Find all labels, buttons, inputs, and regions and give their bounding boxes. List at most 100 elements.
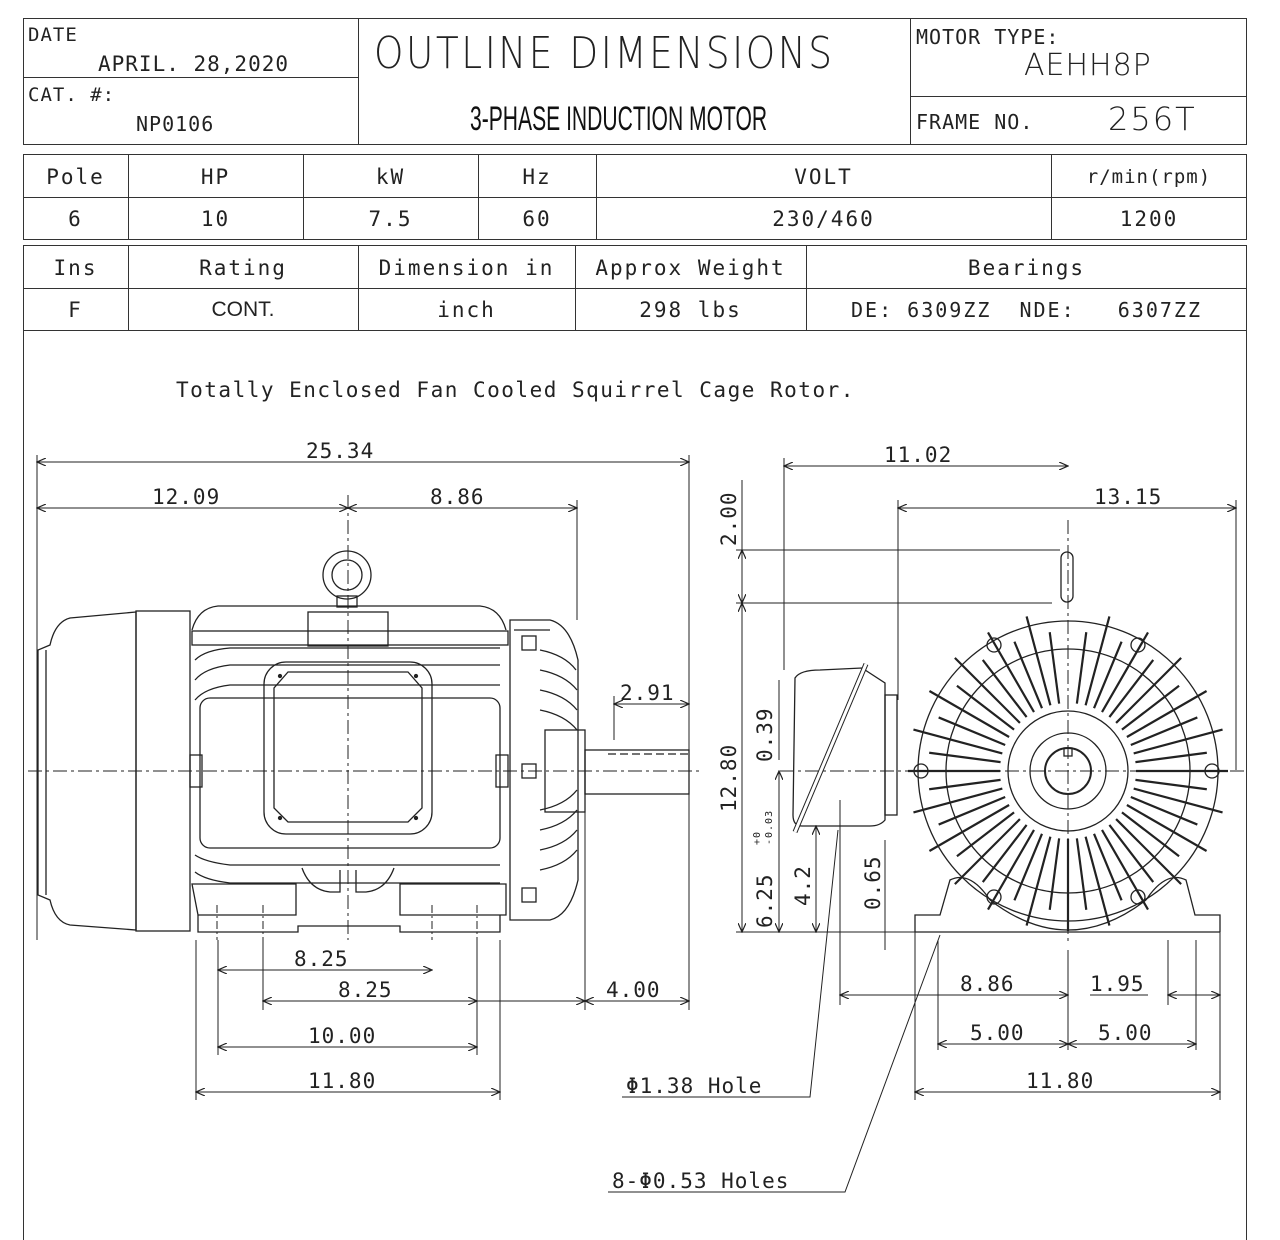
dim-terminal-box-width: 11.02	[884, 443, 952, 467]
cooling-fin	[956, 811, 1015, 858]
cooling-fin	[1108, 824, 1155, 883]
end-foot-left	[914, 876, 991, 932]
dim-terminal-base: 4.2	[791, 865, 815, 906]
cooling-fin	[1101, 631, 1149, 713]
title-block	[23, 18, 1247, 145]
col-divider	[303, 154, 304, 240]
dim-foot-thickness: 0.65	[861, 855, 885, 910]
cooling-fin	[981, 824, 1028, 883]
cooling-fin	[913, 787, 1003, 814]
col-divider	[1051, 154, 1052, 240]
header-dimension: Dimension in	[378, 256, 555, 280]
header-rating: Rating	[199, 256, 287, 280]
value-hp: 10	[200, 207, 231, 231]
note-mount-holes: 8-Φ0.53 Holes	[612, 1169, 789, 1193]
cooling-fin	[1093, 833, 1123, 901]
dim-eye-bolt: 2.00	[717, 491, 741, 546]
dimension-lines	[37, 455, 1236, 1193]
cooling-fin	[1084, 836, 1111, 926]
divider	[910, 18, 911, 145]
cooling-fin	[1126, 690, 1208, 738]
dim-half-width: 13.15	[1094, 485, 1162, 509]
col-divider	[575, 245, 576, 331]
leader-mount-holes	[608, 934, 941, 1193]
dim-overall-length: 25.34	[306, 439, 374, 463]
cooling-fin	[1121, 684, 1180, 731]
cooling-fin	[1108, 659, 1155, 718]
dim-foot-span: 10.00	[308, 1024, 376, 1048]
cooling-fin	[938, 716, 1006, 746]
value-rating: CONT.	[211, 298, 275, 321]
cooling-fin	[981, 659, 1028, 718]
dim-shaft-tol-upper: +0	[752, 831, 763, 845]
col-divider	[128, 245, 129, 331]
eye-bolt	[322, 550, 372, 600]
shaft	[584, 749, 690, 795]
cooling-fin	[1115, 818, 1182, 885]
cooling-fin	[954, 657, 1021, 724]
frame-value: 256T	[1108, 100, 1197, 138]
dim-shaft-height: 6.25	[753, 873, 777, 928]
cooling-fin	[1115, 657, 1182, 724]
col-divider	[358, 245, 359, 331]
row-divider	[23, 288, 1247, 289]
header-ins: Ins	[53, 256, 98, 280]
frame-top	[191, 605, 507, 631]
cooling-fin	[954, 818, 1021, 885]
dim-shaft-extension: 4.00	[606, 978, 661, 1002]
cooling-fin	[987, 631, 1035, 713]
dim-foot-width: 11.80	[1026, 1069, 1094, 1093]
cooling-fin	[929, 751, 1001, 764]
cooling-fin	[1101, 829, 1149, 911]
value-ins: F	[68, 298, 83, 322]
header-kw: kW	[375, 165, 406, 189]
cooling-fin	[928, 690, 1010, 738]
cat-label: CAT. #:	[28, 84, 116, 106]
value-hz: 60	[522, 207, 552, 231]
value-pole: 6	[68, 207, 83, 231]
col-divider	[596, 154, 597, 240]
cooling-fin	[1048, 632, 1061, 704]
motor-description: Totally Enclosed Fan Cooled Squirrel Cag…	[176, 378, 855, 402]
drive-end-bracket	[509, 619, 579, 921]
dim-foot-edge: 1.95	[1090, 972, 1145, 996]
cooling-fin	[1013, 641, 1043, 709]
col-divider	[128, 154, 129, 240]
drawing-frame-left	[23, 331, 24, 1240]
cooling-fin	[1025, 616, 1052, 706]
dim-foot-holes-a: 8.25	[294, 947, 349, 971]
dim-fan-to-center: 12.09	[152, 485, 220, 509]
cooling-fin	[938, 796, 1006, 826]
cooling-fin	[1135, 778, 1207, 791]
cooling-fin	[1133, 728, 1223, 755]
header-rpm: r/min(rpm)	[1086, 166, 1212, 188]
cooling-fin	[1130, 716, 1198, 746]
dim-foot-holes-b: 8.25	[338, 978, 393, 1002]
cooling-fin	[956, 684, 1015, 731]
col-divider	[478, 154, 479, 240]
motor-type-value: AEHH8P	[1024, 48, 1152, 83]
terminal-box-end	[792, 667, 886, 827]
value-bearings: DE: 6309ZZ NDE: 6307ZZ	[850, 298, 1203, 322]
motor-foot-left	[191, 883, 297, 916]
radial-fins	[908, 616, 1228, 931]
date-label: DATE	[28, 24, 78, 46]
date-value: APRIL. 28,2020	[98, 52, 290, 76]
bearing-housing	[1007, 710, 1129, 832]
dim-shaft-offset: 0.39	[753, 707, 777, 762]
value-dimension: inch	[437, 298, 496, 322]
cooling-fin	[913, 728, 1003, 755]
value-volt: 230/460	[772, 207, 875, 231]
dim-hole-spacing-left: 5.00	[970, 1021, 1025, 1045]
leader-conduit-hole	[622, 829, 839, 1098]
drawing-frame-right	[1246, 331, 1247, 1240]
cooling-fin	[1013, 833, 1043, 901]
header-hp: HP	[200, 165, 231, 189]
cooling-fin	[1075, 632, 1088, 704]
cooling-fin	[1084, 616, 1111, 706]
value-rpm: 1200	[1119, 207, 1179, 231]
note-conduit-hole: Φ1.38 Hole	[626, 1074, 762, 1098]
header-volt: VOLT	[794, 165, 853, 189]
frame-side-panel	[199, 697, 501, 849]
